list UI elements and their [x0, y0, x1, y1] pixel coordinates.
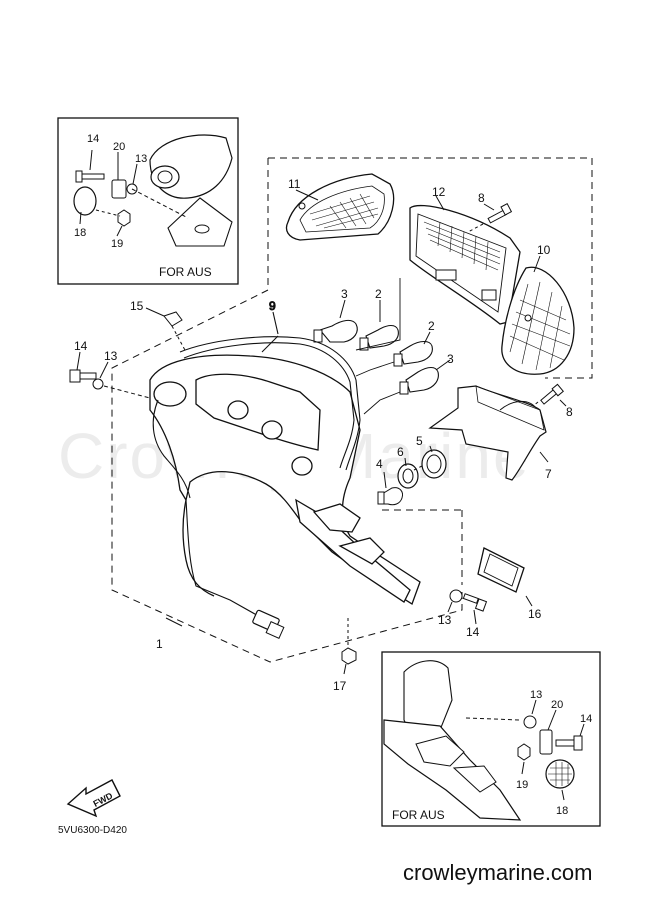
callout-11: 11	[288, 177, 301, 191]
callout-13-lower: 13	[438, 613, 452, 627]
part-10-lens: 10	[501, 243, 575, 375]
callout-15: 15	[130, 299, 144, 313]
callout-3-top: 3	[341, 287, 348, 301]
callout-1: 1	[156, 637, 163, 651]
callout-12: 12	[432, 185, 446, 199]
callout-5: 5	[416, 434, 423, 448]
bulbs-top: 3 2	[313, 278, 401, 351]
footer-site-text: crowleymarine.com	[403, 860, 593, 885]
inset-bottom-for-aus: 13 20 14 19 18 FOR AUS	[381, 651, 601, 827]
parts-4-5-6: 5 6 4	[376, 434, 447, 506]
part-11-lens: 11	[285, 173, 395, 241]
part-15-clip: 15	[130, 299, 187, 353]
lower-bolt-nut: 13 14	[438, 589, 488, 639]
inset-top-label: FOR AUS	[159, 265, 212, 279]
part-9-wiring-harness: 9	[152, 298, 361, 619]
callout-4: 4	[376, 457, 383, 471]
assembly-boundary	[111, 157, 593, 663]
left-bolt-nut: 14 13	[69, 339, 151, 399]
callout-13-top-inset: 13	[135, 153, 147, 165]
callout-18-bottom-inset: 18	[556, 805, 568, 817]
callout-2-top: 2	[375, 287, 382, 301]
callout-20-top-inset: 20	[113, 141, 125, 153]
callout-14-left: 14	[74, 339, 88, 353]
callout-14-bottom-inset: 14	[580, 713, 592, 725]
callout-3-lower: 3	[447, 352, 454, 366]
callout-14-top-inset: 14	[87, 133, 99, 145]
inset-top-for-aus: 14 20 13 18 19 FOR AUS	[57, 117, 239, 285]
part-1-fender-assembly	[149, 354, 421, 605]
part-16-reflector: 16	[477, 547, 542, 621]
callout-17: 17	[333, 679, 347, 693]
callout-8-top: 8	[478, 191, 485, 205]
callout-2-lower: 2	[428, 319, 435, 333]
part-8-screw-top: 8	[467, 191, 513, 233]
part-12-housing: 12	[409, 185, 521, 325]
callout-10: 10	[537, 243, 551, 257]
callout-20-bottom-inset: 20	[551, 699, 563, 711]
callout-13-left: 13	[104, 349, 118, 363]
callout-8-right: 8	[566, 405, 573, 419]
callout-18-top-inset: 18	[74, 227, 86, 239]
part-7-bracket: 7	[428, 385, 552, 481]
inset-bottom-label: FOR AUS	[392, 808, 445, 822]
bulbs-lower: 2 3	[355, 319, 454, 415]
callout-13-bottom-inset: 13	[530, 689, 542, 701]
lead-connector: 1	[156, 609, 285, 651]
drawing-code: 5VU6300-D420	[58, 825, 127, 836]
callout-19-top-inset: 19	[111, 238, 123, 250]
callout-7: 7	[545, 467, 552, 481]
callout-14-lower: 14	[466, 625, 480, 639]
callout-9: 9	[269, 299, 276, 313]
callout-6: 6	[397, 445, 404, 459]
fwd-arrow-icon: FWD	[66, 779, 121, 818]
part-17-grommet: 17	[333, 618, 357, 693]
callout-16: 16	[528, 607, 542, 621]
callout-19-bottom-inset: 19	[516, 779, 528, 791]
